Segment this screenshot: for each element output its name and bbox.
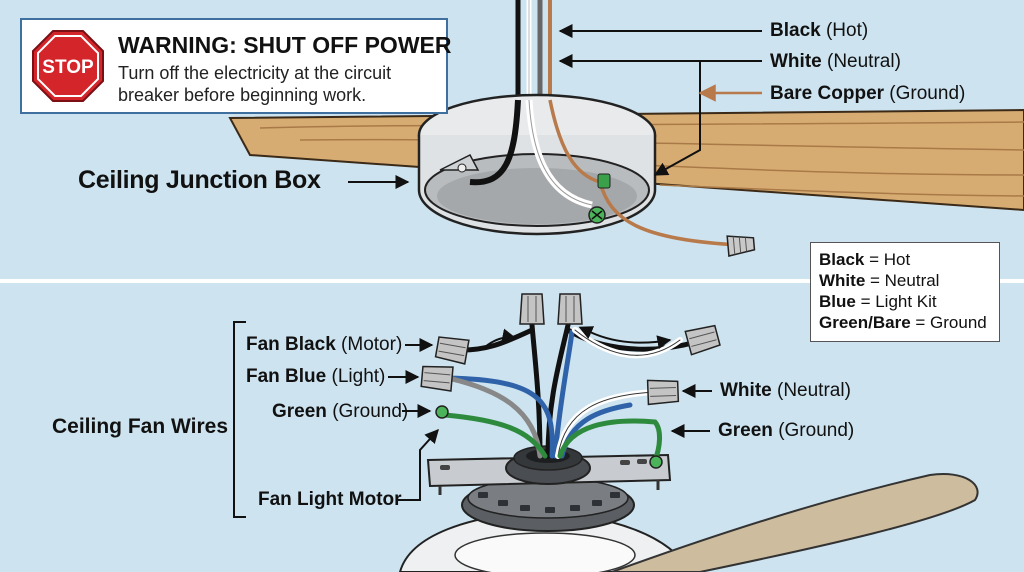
fan-label-arrows	[388, 338, 712, 501]
color-legend: Black = Hot White = Neutral Blue = Light…	[810, 242, 1000, 342]
label-bare-copper: Bare Copper (Ground)	[770, 83, 966, 104]
label-white-neutral-fan: White (Neutral)	[720, 380, 851, 401]
label-ceiling-fan-wires: Ceiling Fan Wires	[52, 415, 229, 438]
legend-row-white: White = Neutral	[819, 271, 940, 290]
ground-screw-icon	[435, 405, 449, 419]
label-black-hot: Black (Hot)	[770, 20, 869, 41]
twist-arrow-icon	[484, 328, 517, 348]
wire-nuts	[420, 293, 721, 406]
ground-screw-icon	[649, 455, 663, 469]
twist-arrow-icon	[578, 326, 672, 350]
label-fan-blue: Fan Blue (Light)	[246, 366, 386, 387]
fan-wires-bracket	[233, 321, 246, 518]
top-label-arrows	[348, 24, 762, 189]
fan-housing	[398, 445, 692, 572]
label-white-neutral: White (Neutral)	[770, 51, 901, 72]
legend-row-ground: Green/Bare = Ground	[819, 313, 987, 332]
junction-box-shape	[417, 93, 756, 257]
label-green-ground-left: Green (Ground)	[272, 401, 409, 422]
warning-title: WARNING: SHUT OFF POWER	[118, 32, 452, 58]
legend-row-blue: Blue = Light Kit	[819, 292, 937, 311]
stop-sign-icon: STOP	[32, 30, 104, 102]
label-fan-black: Fan Black (Motor)	[246, 334, 403, 355]
label-fan-light-motor: Fan Light Motor	[258, 489, 402, 510]
label-junction-box: Ceiling Junction Box	[78, 166, 321, 194]
fan-wires	[442, 322, 699, 463]
legend-row-black: Black = Hot	[819, 250, 911, 269]
label-green-ground-right: Green (Ground)	[718, 420, 855, 441]
fan-blade	[611, 473, 979, 572]
warning-body: Turn off the electricity at the circuit …	[118, 63, 392, 105]
warning-box: STOP WARNING: SHUT OFF POWER Turn off th…	[20, 18, 452, 114]
incoming-wires	[515, 0, 552, 100]
stop-sign-text: STOP	[42, 57, 94, 78]
